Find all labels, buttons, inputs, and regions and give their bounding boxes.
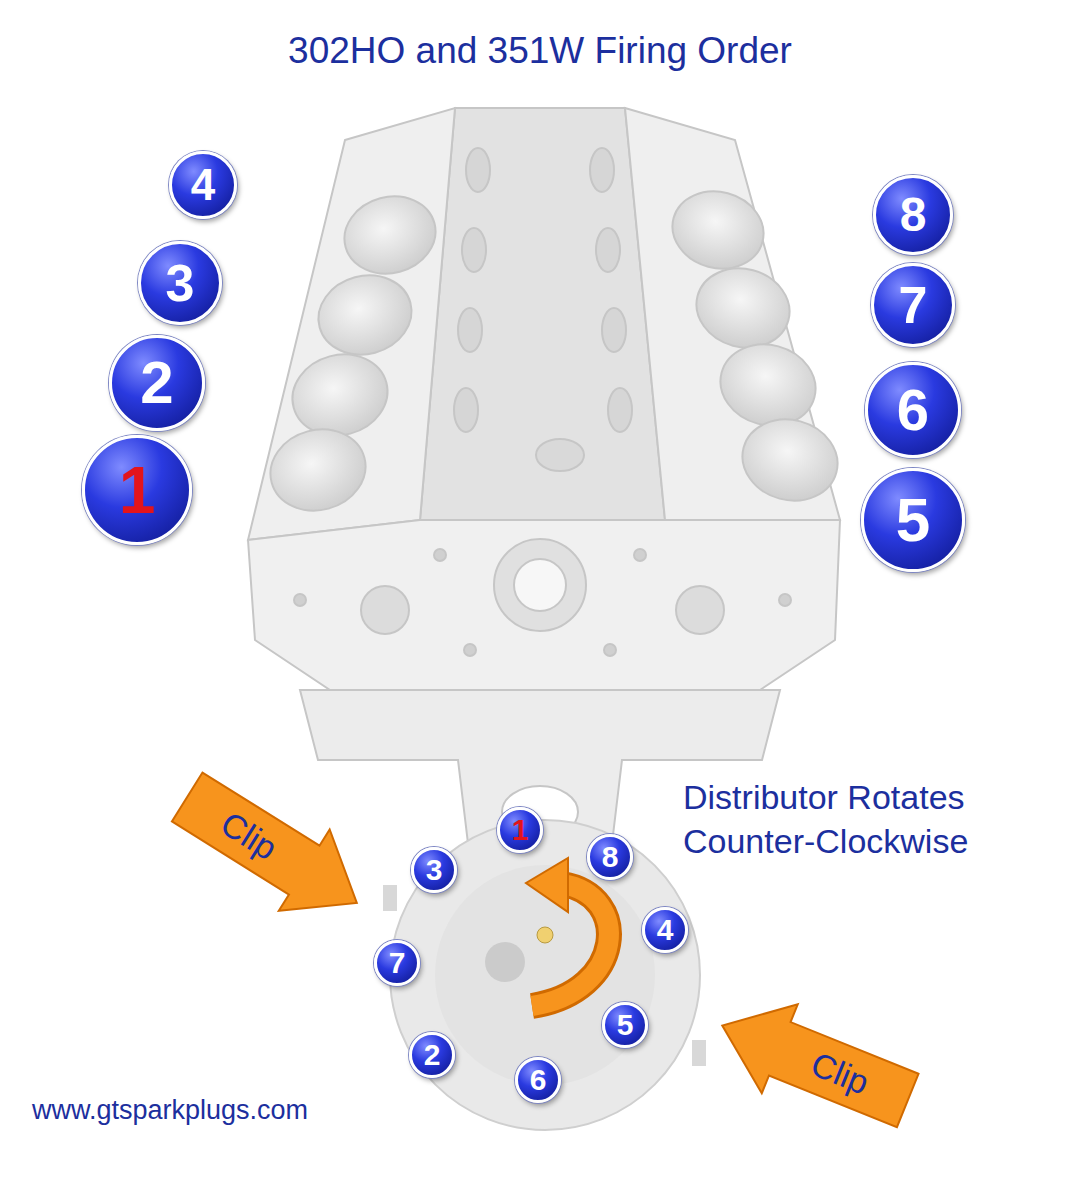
cylinder-number: 7 [899,279,928,331]
lifter-boss [608,388,632,432]
water-port [361,586,409,634]
engine-block [248,108,847,860]
cylinder-ball: 8 [873,175,953,255]
cap-notch [692,1040,706,1066]
cylinder-number: 2 [424,1040,441,1070]
cap-body [390,820,700,1130]
cylinder-number: 3 [426,855,443,885]
cylinder-bore [733,409,846,511]
cylinder-ball: 3 [138,241,222,325]
diagram-title: 302HO and 351W Firing Order [0,30,1080,72]
clip-arrow: Clip [162,756,382,943]
cylinder-number: 7 [389,948,406,978]
rotation-arrow-head [526,858,568,912]
cylinder-number: 2 [140,353,173,413]
lifter-boss [602,308,626,352]
clip-arrow: Clip [704,981,925,1145]
cylinder-ball: 5 [861,468,965,572]
bolt-hole [604,644,616,656]
rotation-arrow-edge [532,884,609,1006]
website-url: www.gtsparkplugs.com [32,1095,308,1125]
rotation-note: Distributor Rotates Counter-Clockwise [683,778,968,860]
terminal-ball: 1 [497,807,543,853]
lifter-boss [590,148,614,192]
front-face [248,520,840,690]
cylinder-ball: 1 [82,435,192,545]
cylinder-number: 3 [166,257,195,309]
bolt-hole [464,644,476,656]
lifter-boss [466,148,490,192]
clip-arrow-body [162,756,382,943]
cam-bore [494,539,586,631]
terminal-ball: 6 [515,1057,561,1103]
cylinder-number: 6 [897,381,929,439]
cylinder-number: 5 [617,1010,634,1040]
cap-boss [485,942,525,982]
cylinder-bore [261,419,374,521]
cap-inner [435,865,655,1085]
website-url: www.gtsparkplugs.com [32,1094,432,1126]
cylinder-bore [336,186,445,283]
left-deck [248,108,455,540]
terminal-ball: 8 [587,834,633,880]
lifter-boss [596,228,620,272]
cylinder-number: 4 [191,163,215,207]
bolt-hole [294,594,306,606]
terminal-ball: 2 [409,1032,455,1078]
terminal-ball: 3 [411,847,457,893]
cylinder-number: 8 [602,842,619,872]
rotation-arrow [526,858,609,1006]
bolt-hole [779,594,791,606]
distributor-cap [383,820,706,1130]
cylinder-bore [664,181,773,278]
lifter-boss [462,228,486,272]
bolt-hole [434,549,446,561]
rotation-note: Distributor Rotates Counter-Clockwise [683,776,1068,863]
terminal-ball: 5 [602,1002,648,1048]
cylinder-bore [711,334,824,436]
lifter-boss [458,308,482,352]
cylinder-ball: 6 [865,362,961,458]
cylinder-number: 6 [530,1065,547,1095]
terminal-ball: 7 [374,940,420,986]
cap-notch [383,885,397,911]
cylinder-ball: 4 [169,151,237,219]
rotation-arrow-body [532,884,609,1006]
cam-bore-inner [514,559,566,611]
cylinder-number: 4 [657,915,674,945]
cylinder-number: 5 [896,489,930,551]
terminal-ball: 4 [642,907,688,953]
clip-arrow-body [704,981,925,1145]
lifter-boss [454,388,478,432]
cylinder-bore [310,265,421,365]
cylinder-ball: 2 [109,335,205,431]
cylinder-number: 8 [900,191,927,239]
distributor-bore [536,439,584,471]
cylinder-ball: 7 [871,263,955,347]
bolt-hole [634,549,646,561]
cap-post [537,927,553,943]
cylinder-number: 1 [119,457,156,523]
cylinder-bore [688,258,799,358]
cylinder-number: 1 [512,815,529,845]
valley [420,108,665,520]
water-port [676,586,724,634]
cylinder-bore [283,344,396,446]
